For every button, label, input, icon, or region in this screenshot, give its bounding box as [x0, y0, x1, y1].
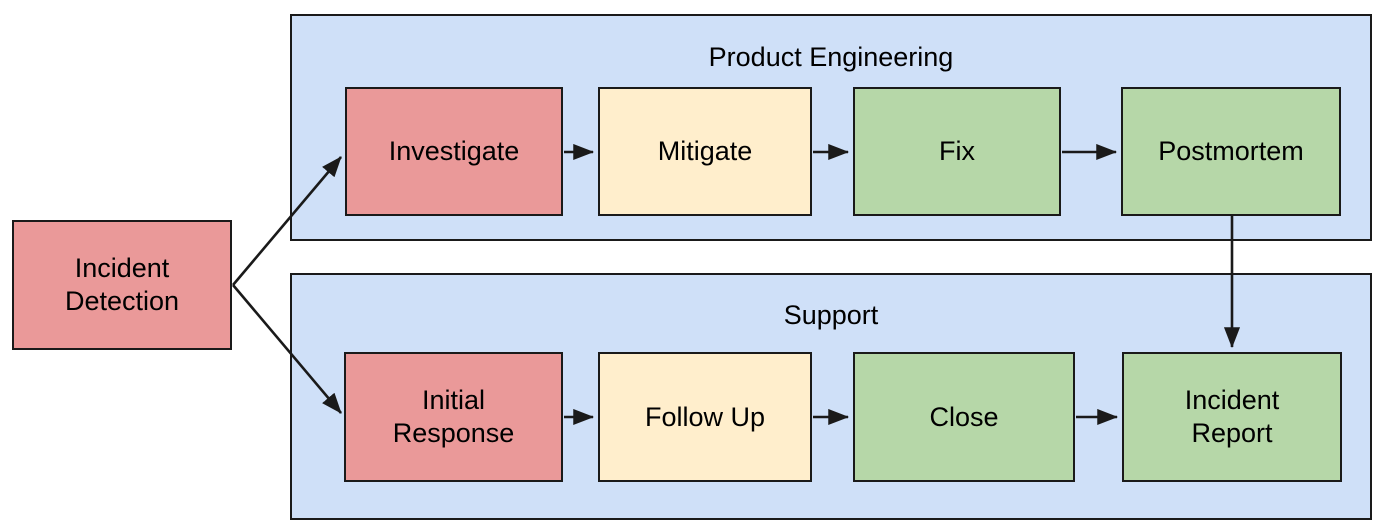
node-incident-report[interactable]: Incident Report	[1122, 352, 1342, 482]
swimlane-product-engineering-title: Product Engineering	[708, 42, 954, 72]
node-close[interactable]: Close	[853, 352, 1075, 482]
node-initial-response[interactable]: Initial Response	[344, 352, 563, 482]
node-postmortem[interactable]: Postmortem	[1121, 87, 1341, 216]
node-follow-up[interactable]: Follow Up	[598, 352, 812, 482]
node-investigate[interactable]: Investigate	[345, 87, 563, 216]
node-incident-detection[interactable]: Incident Detection	[12, 220, 232, 350]
swimlane-support-title: Support	[783, 300, 879, 330]
node-mitigate[interactable]: Mitigate	[598, 87, 812, 216]
node-fix[interactable]: Fix	[853, 87, 1061, 216]
